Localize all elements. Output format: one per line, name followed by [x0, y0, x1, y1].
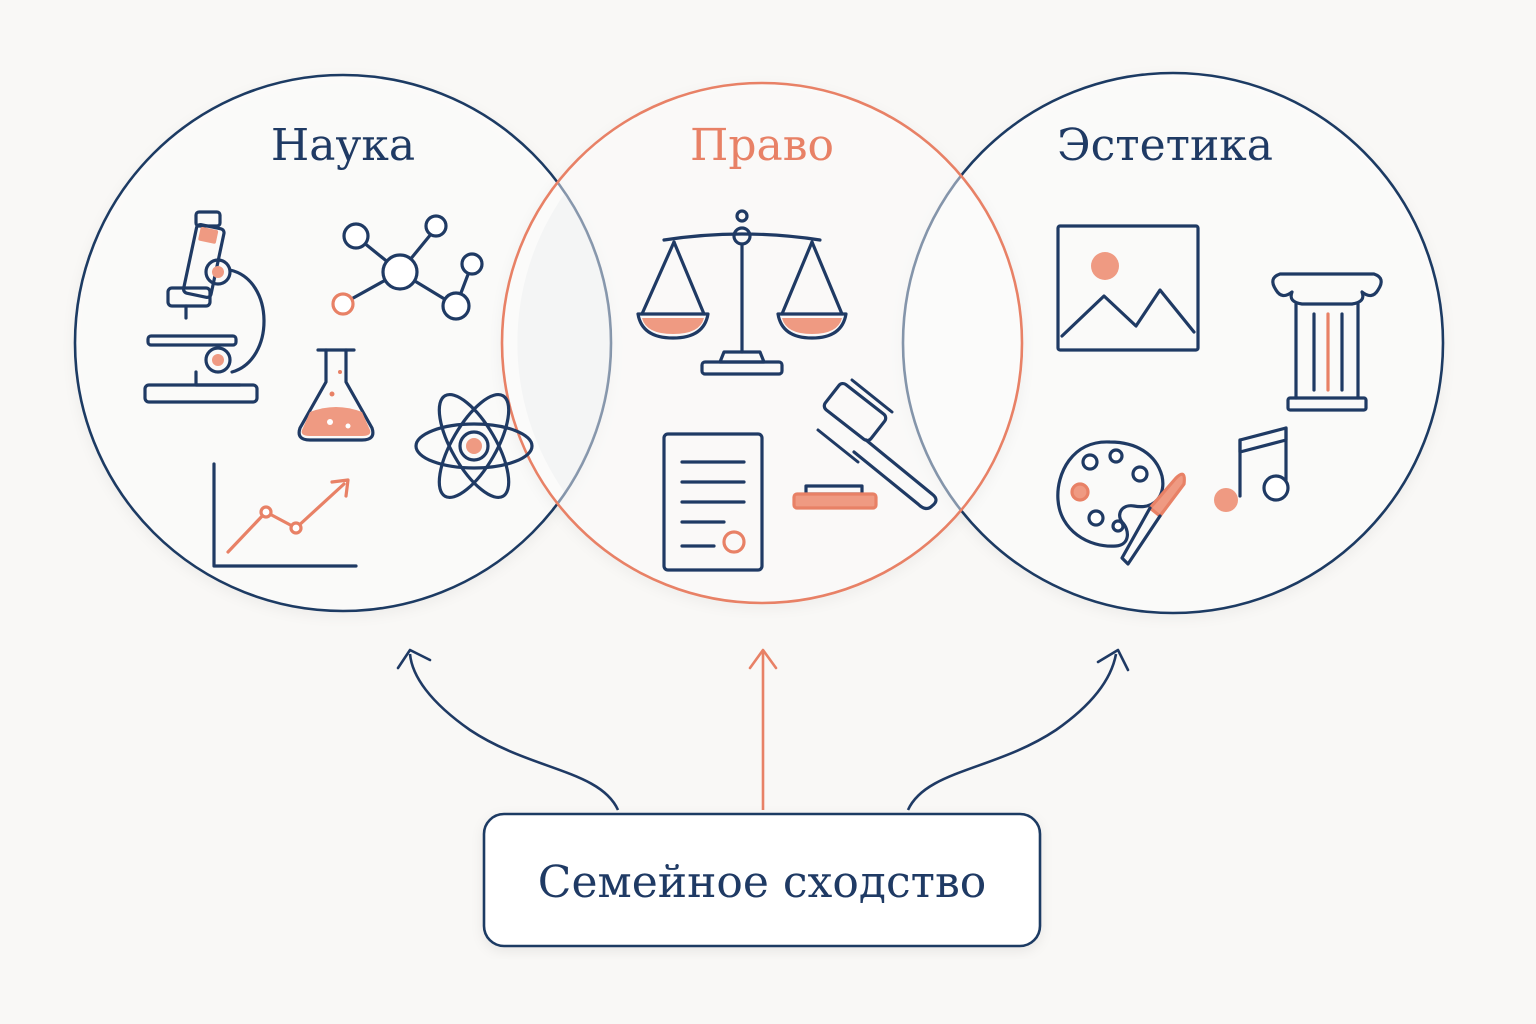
gavel-icon [792, 378, 938, 511]
family-resemblance-box [482, 812, 1042, 948]
atom-icon [414, 392, 534, 500]
arrowhead-aesthetics [1096, 648, 1130, 672]
circle-law [500, 81, 1024, 605]
picture-icon [1056, 224, 1200, 352]
molecule-icon [331, 214, 484, 321]
circle-label-law: Право [690, 120, 834, 171]
column-icon [1271, 272, 1383, 412]
arrow-to-aesthetics [906, 653, 1118, 811]
document-icon [662, 432, 764, 572]
family-resemblance-label: Семейное сходство [538, 857, 986, 908]
arrowhead-science [396, 648, 432, 670]
palette-icon [1056, 440, 1186, 566]
circle-label-science: Наука [271, 120, 415, 171]
arrow-to-science [408, 653, 620, 811]
circle-label-aesthetics: Эстетика [1057, 120, 1273, 171]
flask-icon [297, 348, 375, 442]
arrowhead-law [748, 648, 778, 670]
microscope-icon [143, 210, 266, 404]
music-note-icon [1214, 426, 1290, 512]
scales-icon [636, 209, 848, 376]
overlap-science-law [517, 193, 611, 493]
line-chart-icon [212, 462, 358, 568]
